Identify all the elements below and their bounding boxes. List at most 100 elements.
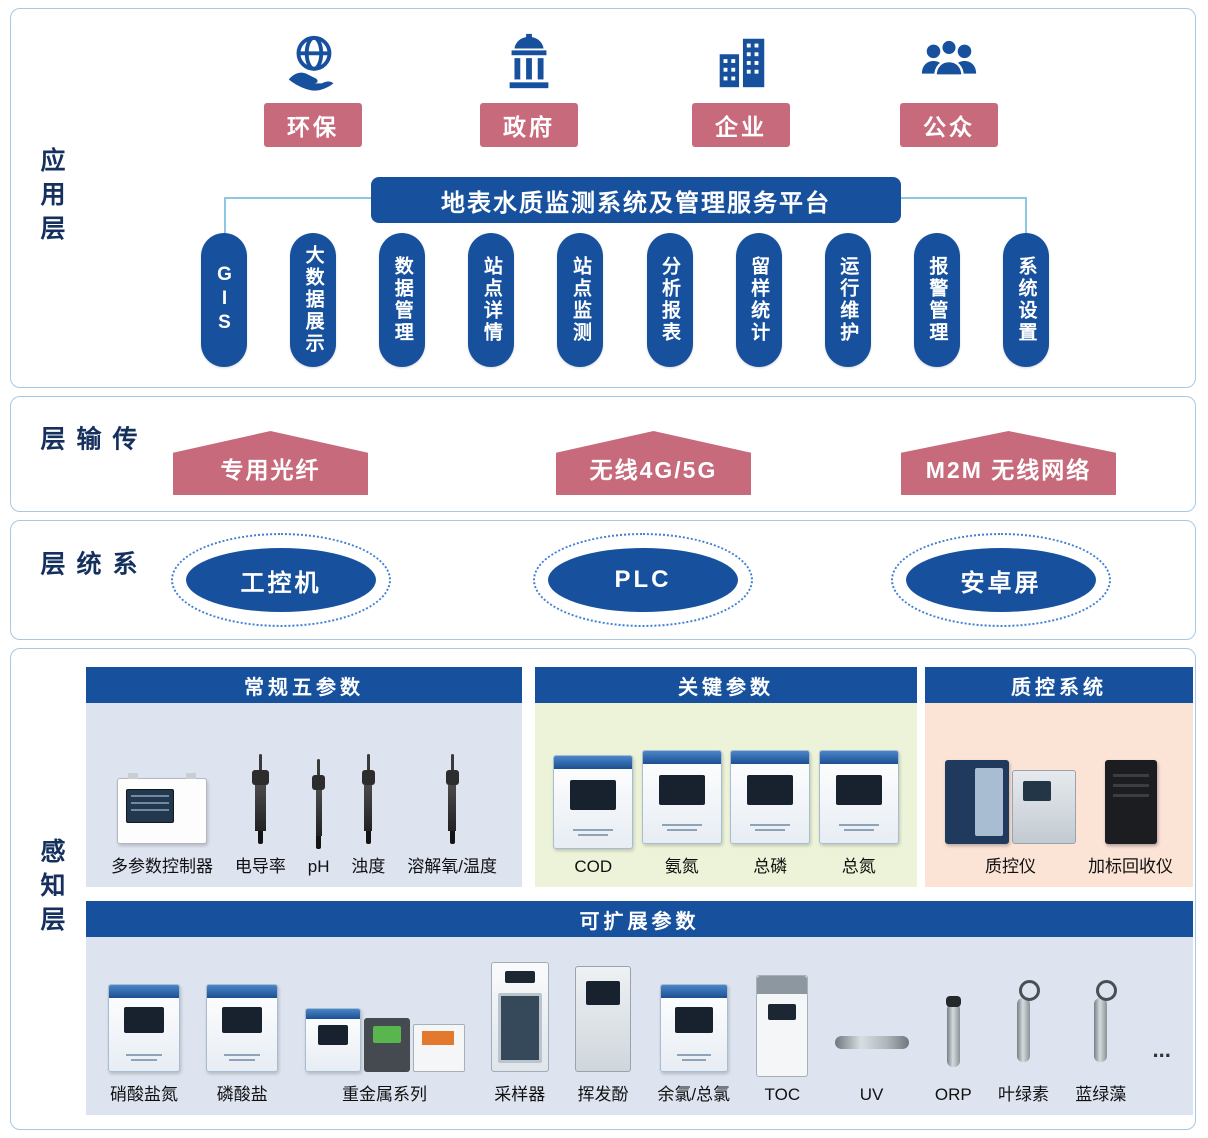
connector-line-left: [225, 197, 371, 199]
chlorine-analyzer-image: [659, 984, 728, 1072]
platform-plc: PLC: [548, 548, 738, 612]
device-ammonia: 氨氮: [641, 750, 722, 877]
platform-ipc: 工控机: [186, 548, 376, 612]
stakeholder-env: 环保: [251, 31, 375, 147]
device-do-temp: 溶解氧/温度: [407, 754, 497, 877]
device-heavy-metal: 重金属系列: [304, 1008, 465, 1105]
module-pill-gis: GIS: [201, 233, 247, 367]
module-pill-site-detail: 站点详情: [468, 233, 515, 367]
device-toc: TOC: [756, 975, 809, 1105]
system-layer-label: 系统层: [37, 550, 137, 585]
cod-analyzer-image: [553, 755, 634, 849]
module-pill-report: 分析报表: [646, 233, 693, 367]
panel-title-qc-system: 质控系统: [925, 667, 1193, 703]
application-layer-section: 应用层 环保 政府: [10, 8, 1196, 388]
device-turbidity: 浊度: [351, 754, 385, 877]
extended-more: ...: [1153, 1037, 1171, 1105]
phosphate-analyzer-image: [206, 984, 279, 1072]
device-blue-green-algae: 蓝绿藻: [1075, 978, 1126, 1105]
stakeholder-label-enterprise: 企业: [692, 103, 790, 147]
module-pill-settings: 系统设置: [1002, 233, 1049, 367]
module-pill-sample-stats: 留样统计: [735, 233, 782, 367]
device-chlorophyll: 叶绿素: [998, 978, 1049, 1105]
do-temp-probe-image: [445, 754, 459, 844]
sampler-image: [490, 962, 549, 1072]
ph-probe-image: [312, 759, 326, 849]
uv-sensor-image: [834, 1036, 909, 1049]
panel-title-standard-params: 常规五参数: [86, 667, 522, 703]
panel-title-extended-params: 可扩展参数: [86, 901, 1193, 937]
platform-android-outline: 安卓屏: [891, 533, 1111, 627]
stakeholder-label-gov: 政府: [480, 103, 578, 147]
application-layer-label: 应用层: [37, 147, 65, 249]
module-pill-ops: 运行维护: [824, 233, 871, 367]
module-pill-site-monitor: 站点监测: [557, 233, 604, 367]
device-sampler: 采样器: [490, 962, 549, 1105]
panel-extended-params: 可扩展参数 硝酸盐氮 磷酸盐: [86, 901, 1193, 1115]
panel-standard-params: 常规五参数 多参数控制器 电导率 pH 浊度 溶解氧/温度: [86, 667, 522, 887]
panel-body-qc-system: 质控仪 加标回收仪: [925, 703, 1193, 887]
device-nitrate: 硝酸盐氮: [108, 984, 180, 1105]
system-layer-section: 系统层 工控机 PLC 安卓屏: [10, 520, 1196, 640]
stakeholder-public: 公众: [887, 31, 1011, 147]
perception-layer-label: 感知层: [37, 838, 65, 940]
chlorophyll-sensor-image: [1016, 980, 1040, 1062]
panel-body-key-params: COD 氨氮 总磷 总氮: [535, 703, 917, 887]
channel-4g5g: 无线4G/5G: [556, 431, 751, 495]
device-phosphate: 磷酸盐: [206, 984, 279, 1105]
device-uv: UV: [834, 1036, 909, 1105]
nitrate-analyzer-image: [108, 984, 180, 1072]
module-pill-data-mgmt: 数据管理: [379, 233, 426, 367]
stakeholder-label-public: 公众: [900, 103, 998, 147]
tn-analyzer-image: [818, 750, 899, 844]
ammonia-analyzer-image: [641, 750, 722, 844]
device-orp: ORP: [935, 996, 972, 1105]
device-total-nitrogen: 总氮: [818, 750, 899, 877]
conductivity-probe-image: [251, 754, 269, 844]
device-total-phosphorus: 总磷: [730, 750, 811, 877]
channel-fiber: 专用光纤: [173, 431, 368, 495]
device-conductivity: 电导率: [235, 754, 286, 877]
platform-ipc-outline: 工控机: [171, 533, 391, 627]
more-ellipsis: ...: [1152, 1037, 1171, 1062]
connector-line-right-drop: [1025, 197, 1027, 235]
channel-m2m: M2M 无线网络: [901, 431, 1116, 495]
panel-body-extended-params: 硝酸盐氮 磷酸盐 重金属系列 采样器: [86, 937, 1193, 1115]
heavy-metal-series-image: [304, 1008, 465, 1072]
tp-analyzer-image: [730, 750, 811, 844]
platform-title-banner: 地表水质监测系统及管理服务平台: [371, 177, 901, 223]
platform-plc-outline: PLC: [533, 533, 753, 627]
connector-line-right: [901, 197, 1025, 199]
device-ph: pH: [308, 759, 330, 877]
multiparameter-controller-image: [116, 773, 207, 844]
module-pill-row: GIS 大数据展示 数据管理 站点详情 站点监测 分析报表 留样统计 运行维护 …: [201, 233, 1049, 367]
transmission-layer-section: 传输层 专用光纤 无线4G/5G M2M 无线网络: [10, 396, 1196, 512]
device-chlorine: 余氯/总氯: [657, 984, 730, 1105]
device-phenol: 挥发酚: [575, 966, 632, 1105]
toc-analyzer-image: [756, 975, 809, 1077]
government-building-icon: [509, 33, 549, 89]
device-qc-instrument: 质控仪: [945, 760, 1076, 877]
panel-key-params: 关键参数 COD 氨氮 总磷: [535, 667, 917, 887]
blue-green-algae-sensor-image: [1094, 980, 1118, 1062]
phenol-analyzer-image: [575, 966, 632, 1072]
device-multiparameter-controller: 多参数控制器: [111, 773, 213, 877]
stakeholder-gov: 政府: [467, 31, 591, 147]
orp-sensor-image: [945, 996, 961, 1067]
connector-line-left-drop: [224, 197, 226, 235]
transmission-layer-label: 传输层: [37, 425, 137, 460]
stakeholder-enterprise: 企业: [679, 31, 803, 147]
perception-layer-section: 感知层 常规五参数 多参数控制器 电导率 pH 浊度 溶解氧/温度: [10, 648, 1196, 1130]
panel-qc-system: 质控系统 质控仪 加标回收仪: [925, 667, 1193, 887]
public-people-icon: [921, 38, 977, 77]
turbidity-probe-image: [361, 754, 375, 844]
enterprise-buildings-icon: [719, 38, 765, 88]
device-spike-recovery: 加标回收仪: [1088, 760, 1173, 877]
panel-body-standard-params: 多参数控制器 电导率 pH 浊度 溶解氧/温度: [86, 703, 522, 887]
stakeholder-label-env: 环保: [264, 103, 362, 147]
module-pill-alarm: 报警管理: [913, 233, 960, 367]
platform-android: 安卓屏: [906, 548, 1096, 612]
spike-recovery-instrument-image: [1104, 760, 1157, 844]
module-pill-bigdata: 大数据展示: [290, 233, 337, 367]
